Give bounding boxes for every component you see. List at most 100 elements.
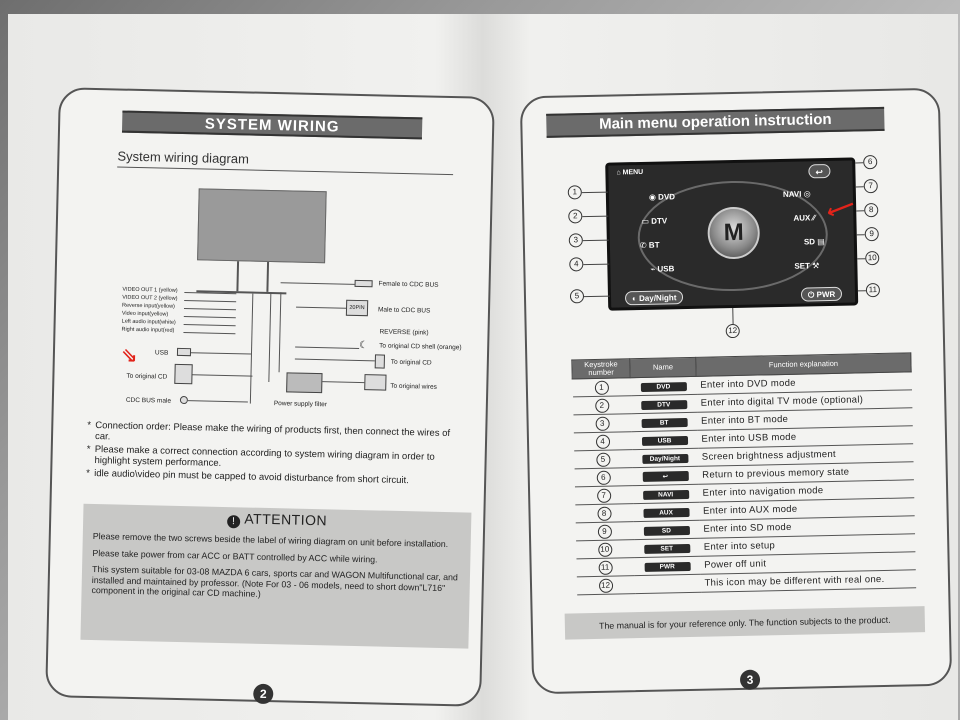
keystroke-number: 8	[596, 506, 612, 521]
system-wiring-banner: SYSTEM WIRING	[121, 110, 423, 140]
set-button[interactable]: SET ⚒	[794, 261, 820, 271]
label-video-out-1: VIDEO OUT 1 (yellow)	[122, 286, 178, 294]
wire	[322, 381, 365, 384]
label-cd-shell: To original CD shell (orange)	[379, 342, 462, 352]
wiring-diagram-subheading: System wiring diagram	[117, 148, 250, 167]
wiring-notes: Connection order: Please make the wiring…	[86, 420, 457, 489]
key-icon: SD	[643, 526, 690, 536]
attention-paragraph: Please take power from car ACC or BATT c…	[92, 547, 378, 564]
right-page: Main menu operation instruction ⌂ MENU ↩…	[519, 87, 953, 695]
sd-button[interactable]: SD ▤	[803, 237, 825, 247]
callout-leader	[732, 308, 734, 325]
cd-connector-right	[374, 354, 385, 369]
key-icon: ↩	[642, 471, 689, 482]
keystroke-number: 2	[594, 398, 609, 413]
keystroke-number: 1	[594, 380, 609, 395]
label-to-original-cd-right: To original CD	[390, 358, 432, 367]
menu-label: ⌂ MENU	[616, 168, 644, 177]
callout-leader	[583, 295, 610, 298]
keystroke-number: 12	[598, 578, 613, 593]
callout-leader	[583, 263, 610, 266]
head-unit-screen: ⌂ MENU ↩ ◉ DVD ▭ DTV ✆ BT ⌁ USB NAVI ◎ A…	[605, 157, 859, 311]
cd-connector-left	[174, 363, 193, 385]
label-to-original-wires: To original wires	[390, 382, 437, 391]
power-button[interactable]: ⏻ PWR	[800, 286, 843, 302]
wire	[296, 306, 347, 309]
attention-paragraph: Please remove the two screws beside the …	[92, 531, 449, 550]
label-right-audio: Right audio input(red)	[121, 326, 175, 334]
original-wires-connector	[364, 374, 387, 391]
bt-button[interactable]: ✆ BT	[639, 240, 660, 250]
main-menu-banner: Main menu operation instruction	[546, 106, 885, 138]
label-male-cdc: Male to CDC BUS	[377, 306, 431, 315]
label-to-original-cd-left: To original CD	[126, 372, 168, 381]
navi-button[interactable]: NAVI ◎	[782, 189, 811, 199]
dtv-button[interactable]: ▭ DTV	[641, 216, 668, 226]
keystroke-number: 6	[596, 470, 611, 485]
header-name: Name	[629, 357, 697, 378]
cdc-bus-plug	[179, 395, 188, 405]
wire	[183, 324, 236, 327]
function-explanation: This icon may be different with real one…	[700, 569, 916, 593]
key-icon: SET	[643, 544, 690, 554]
function-table: Keystroke number Name Function explanati…	[571, 352, 916, 595]
aux-button[interactable]: AUX ⁄⁄	[793, 213, 816, 223]
callout-leader	[855, 162, 864, 164]
head-unit-box	[197, 188, 327, 264]
key-icon: DVD	[640, 382, 687, 393]
wire	[183, 308, 236, 311]
left-page: SYSTEM WIRING System wiring diagram VIDE…	[45, 87, 495, 707]
label-reverse-input: Reverse input(yellow)	[121, 302, 175, 310]
female-cdc-connector	[354, 279, 373, 288]
callout-6: 6	[863, 154, 878, 170]
key-icon: NAVI	[642, 490, 689, 500]
callout-10: 10	[865, 250, 880, 266]
callout-8: 8	[864, 202, 879, 218]
subheading-underline	[117, 166, 454, 176]
wire	[249, 293, 254, 404]
callout-7: 7	[863, 178, 878, 194]
attention-box: !ATTENTION Please remove the two screws …	[80, 503, 472, 649]
dvd-button[interactable]: ◉ DVD	[648, 192, 676, 202]
wire	[190, 352, 251, 355]
callout-leader	[857, 258, 866, 260]
page-number-left: 2	[253, 683, 274, 705]
callout-11: 11	[865, 282, 881, 298]
label-video-input: Video input(yellow)	[121, 310, 169, 318]
exclamation-icon: !	[227, 515, 241, 529]
header-keystroke: Keystroke number	[571, 358, 631, 379]
callout-leader	[857, 290, 866, 292]
label-power-filter: Power supply filter	[273, 400, 328, 409]
wire	[294, 358, 375, 362]
wire	[266, 261, 270, 292]
wire	[183, 332, 236, 335]
keystroke-number: 7	[596, 488, 611, 503]
wire	[268, 291, 272, 382]
cd-shell-symbol: ☾	[359, 340, 369, 352]
wire	[192, 374, 253, 377]
label-female-cdc: Female to CDC BUS	[378, 280, 439, 289]
back-button-icon[interactable]: ↩	[808, 163, 831, 179]
callout-3: 3	[568, 233, 583, 248]
usb-button[interactable]: ⌁ USB	[650, 264, 675, 274]
keystroke-number: 10	[597, 542, 612, 557]
wire	[236, 261, 240, 292]
key-icon: USB	[641, 436, 688, 446]
page-number-right: 3	[739, 669, 761, 690]
key-icon: DTV	[640, 400, 687, 410]
label-left-audio: Left audio input(white)	[121, 318, 176, 326]
callout-leader	[856, 234, 865, 236]
attention-paragraph: This system suitable for 03-08 MAZDA 6 c…	[91, 564, 458, 599]
power-filter-box	[286, 372, 323, 394]
callout-4: 4	[569, 257, 584, 272]
day-night-button[interactable]: ◐ Day/Night	[624, 290, 684, 306]
key-icon: AUX	[642, 508, 690, 518]
keystroke-number: 3	[595, 416, 610, 431]
wire	[295, 346, 360, 350]
keystroke-number: 9	[597, 524, 612, 539]
callout-leader	[855, 186, 864, 188]
label-video-out-2: VIDEO OUT 2 (yellow)	[122, 294, 178, 302]
wire	[183, 316, 236, 319]
keystroke-number: 4	[595, 434, 610, 449]
callout-1: 1	[567, 185, 582, 200]
